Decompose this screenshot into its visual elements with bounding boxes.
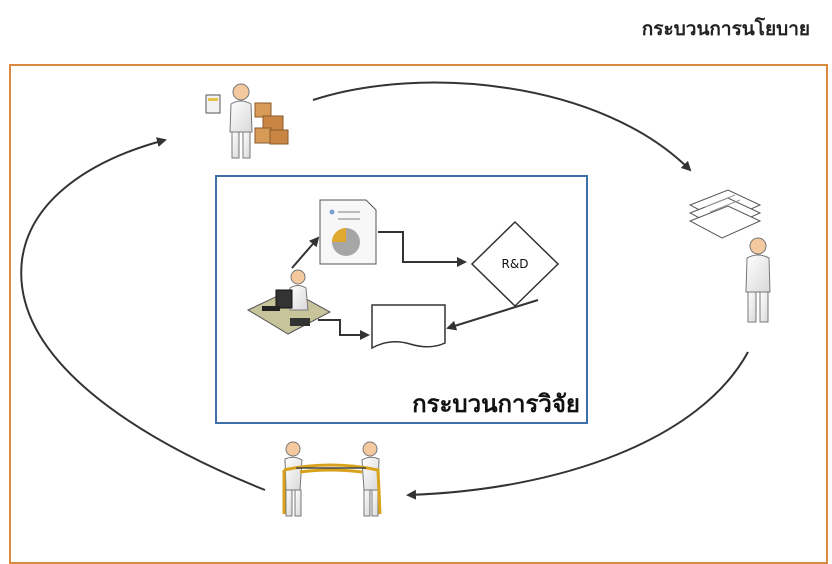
rd-label: R&D [502,257,529,271]
arrow-researcher-to-report [291,236,320,269]
rd-decision-diamond [470,220,560,308]
researcher-at-desk-icon [246,269,332,335]
research-process-frame [215,175,588,424]
arrow-desk-to-output [318,319,370,340]
document-stack-icon [688,189,762,239]
arrow-rd-to-output [446,299,539,331]
process-diagram: R&D [20,81,771,517]
arrow-official-to-negotiation [406,351,749,500]
output-document-shape [371,304,446,350]
arrow-negotiation-to-policy [20,137,266,491]
negotiation-tug-of-war-icon [282,441,382,517]
research-process-title: กระบวนการวิจัย [412,390,580,418]
policy-maker-icon [205,83,289,159]
official-person-icon [745,237,771,323]
arrow-report-to-rd [378,231,467,267]
arrow-policy-to-documents [312,81,692,172]
policy-process-title: กระบวนการนโยบาย [641,18,810,40]
report-document-icon [319,199,377,265]
